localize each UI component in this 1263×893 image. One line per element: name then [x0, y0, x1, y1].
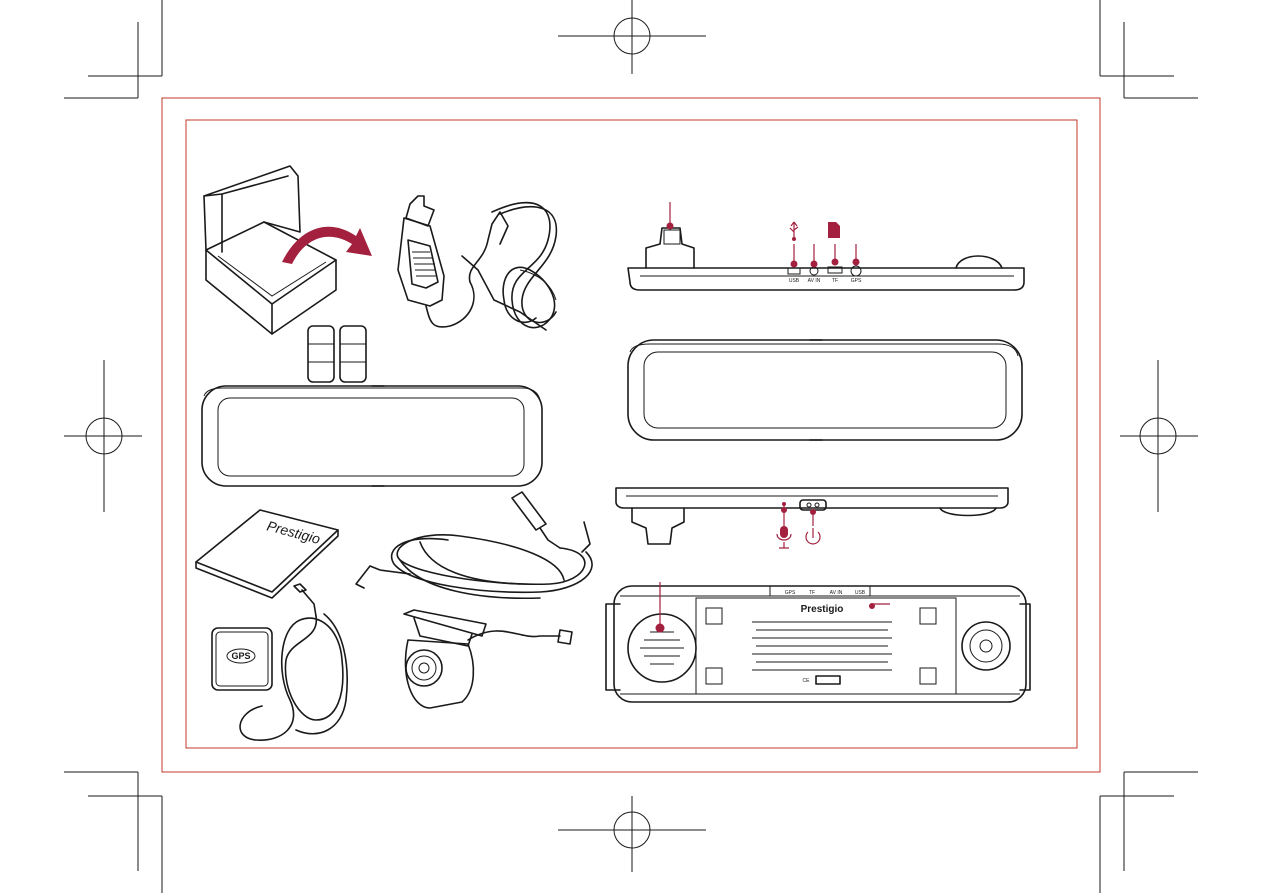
back-brand: Prestigio	[801, 604, 844, 615]
power-icon	[805, 528, 821, 545]
user-manual: Prestigio	[195, 509, 339, 599]
back-port-av-in: AV IN	[830, 590, 843, 596]
manual-brand: Prestigio	[265, 517, 322, 547]
callout-mount	[666, 222, 674, 230]
sd-card-icon	[828, 222, 840, 238]
device-bottom-view: USB AV IN TF GPS	[627, 227, 1025, 291]
adhesive-pads	[307, 325, 367, 383]
spec-text-lines	[752, 621, 892, 671]
registration-mark-left	[64, 360, 142, 512]
mirror-front-right	[627, 339, 1023, 441]
port-label-av-in: AV IN	[808, 278, 821, 284]
back-port-usb: USB	[855, 590, 866, 596]
device-top-view	[615, 487, 1009, 545]
gps-module-label: GPS	[231, 651, 250, 661]
gift-box	[203, 165, 337, 335]
callout-reset	[869, 603, 875, 609]
callouts-top-view	[776, 506, 821, 549]
cert-marks: CE	[803, 678, 811, 684]
rear-lens	[961, 621, 1011, 671]
back-port-gps: GPS	[785, 590, 796, 596]
microphone-icon	[776, 526, 792, 549]
outer-frame	[161, 97, 1101, 773]
back-port-tf: TF	[809, 590, 815, 596]
callouts-bottom-view	[666, 202, 860, 268]
crop-marks	[64, 0, 1198, 893]
gps-module: GPS	[211, 583, 348, 741]
rear-camera-cable	[355, 491, 593, 600]
rear-camera	[403, 609, 573, 709]
registration-mark-top	[558, 0, 706, 74]
usb-icon	[789, 221, 799, 241]
unpack-arrow	[282, 226, 372, 264]
callouts-back-view	[655, 582, 890, 633]
car-charger	[397, 195, 558, 331]
registration-mark-bottom	[558, 796, 706, 872]
inner-frame	[185, 119, 1078, 749]
callout-speaker	[655, 623, 665, 633]
port-label-gps: GPS	[851, 278, 862, 284]
registration-mark-right	[1120, 360, 1198, 512]
device-back-view: GPS TF AV IN USB Prestigio CE	[605, 585, 1031, 703]
mirror-front-large	[201, 385, 543, 487]
port-label-usb: USB	[789, 278, 800, 284]
port-label-tf: TF	[832, 278, 838, 284]
